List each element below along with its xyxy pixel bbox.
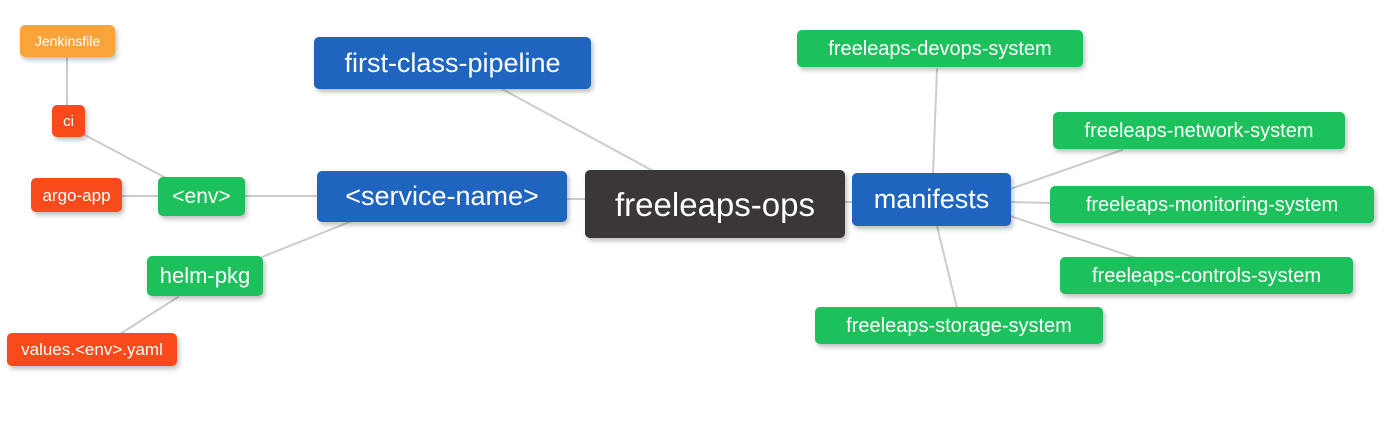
node-manifests: manifests [852,173,1011,226]
node-values-env-yaml: values.<env>.yaml [7,333,177,366]
node-first-class-pipeline: first-class-pipeline [314,37,591,89]
edge-ci-env [82,133,167,179]
node-storage-system: freeleaps-storage-system [815,307,1103,344]
edge-manifests-devops [932,68,938,175]
node-service-name: <service-name> [317,171,567,222]
node-helm-pkg: helm-pkg [147,256,263,296]
node-argo-app: argo-app [31,178,122,212]
edge-pipeline-root [501,88,656,173]
node-devops-system: freeleaps-devops-system [797,30,1083,67]
node-monitoring-system: freeleaps-monitoring-system [1050,186,1374,223]
node-jenkinsfile: Jenkinsfile [20,25,115,57]
edge-values-helm-pkg [119,296,179,335]
edge-manifests-network [1009,149,1123,190]
node-controls-system: freeleaps-controls-system [1060,257,1353,294]
edge-manifests-monitoring [1009,201,1052,204]
node-env: <env> [158,177,245,216]
node-network-system: freeleaps-network-system [1053,112,1345,149]
node-freeleaps-ops-root: freeleaps-ops [585,170,845,238]
node-ci: ci [52,105,85,137]
edge-helm-pkg-service-name [261,220,353,258]
edge-manifests-storage [936,225,958,309]
edge-manifests-controls [1009,215,1137,259]
